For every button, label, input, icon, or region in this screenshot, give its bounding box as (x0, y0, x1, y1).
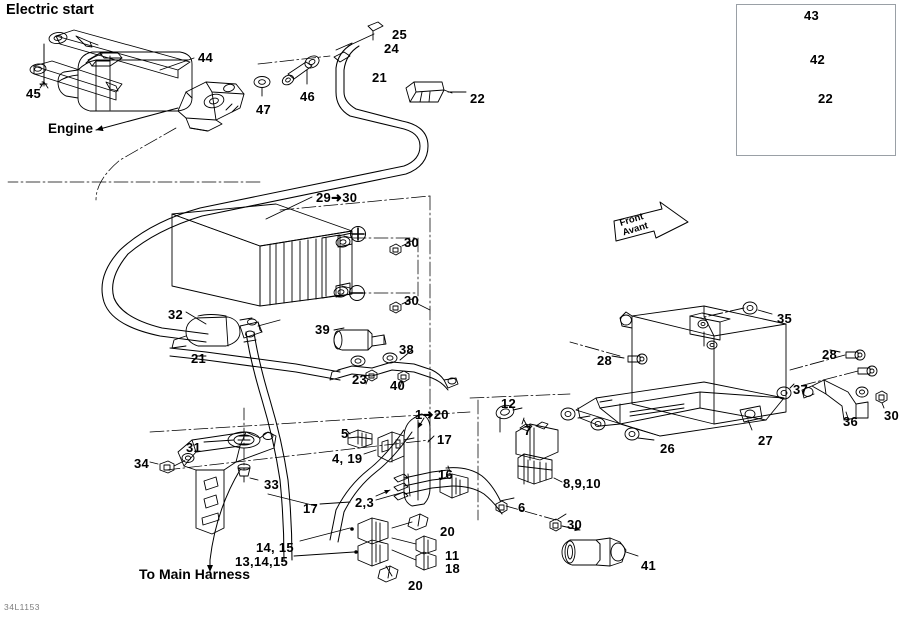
callout-18: 18 (445, 561, 461, 576)
nut-30-lower (389, 301, 402, 314)
callout-17: 17 (437, 432, 453, 447)
callout-30: 30 (404, 293, 420, 308)
engine-label: Engine (48, 121, 94, 136)
callout-46: 46 (300, 89, 316, 104)
callout-26: 26 (660, 441, 676, 456)
bolt-28-right (845, 349, 878, 377)
cable-21-lower (169, 347, 341, 381)
diagram-code: 34L1153 (4, 602, 40, 612)
bolt-33 (237, 463, 251, 483)
callout-45: 45 (26, 86, 42, 101)
cable-21 (101, 21, 429, 343)
callout-23: 23 (352, 372, 368, 387)
callout-27: 27 (758, 433, 774, 448)
nut-23 (365, 369, 378, 382)
callout-20: 20 (440, 524, 456, 539)
callout-42: 42 (810, 52, 826, 67)
nut-40 (397, 370, 410, 383)
callout-25: 25 (392, 27, 408, 42)
callout-28: 28 (822, 347, 838, 362)
callout-37: 37 (793, 382, 809, 397)
callout-29-30: 29➜30 (316, 190, 358, 205)
callout-31: 31 (186, 440, 202, 455)
callout-30: 30 (884, 408, 900, 423)
terminal-41 (561, 537, 627, 567)
callout-16: 16 (438, 467, 454, 482)
connector-block-lower (357, 517, 389, 567)
callout-21: 21 (372, 70, 388, 85)
callout-17: 17 (303, 501, 319, 516)
front-avant-arrow (613, 201, 689, 242)
washer-47 (253, 76, 271, 97)
callout-28: 28 (597, 353, 613, 368)
callout-11: 11 (445, 548, 460, 563)
nut-30-right (875, 390, 888, 404)
callout-7: 7 (524, 423, 532, 438)
callout-40: 40 (390, 378, 406, 393)
starter-motor-group (29, 29, 245, 132)
callout-12: 12 (501, 396, 517, 411)
battery-group (171, 203, 366, 307)
callout-44: 44 (198, 50, 214, 65)
connector-16 (439, 473, 469, 499)
ground-strap-38 (329, 352, 459, 391)
callout-43: 43 (804, 8, 820, 23)
bolt-28-left (627, 353, 648, 365)
callout-38: 38 (399, 342, 415, 357)
callout-20: 20 (408, 578, 424, 593)
callout-6: 6 (518, 500, 526, 515)
callout-24: 24 (384, 41, 400, 56)
callout-1-20: 1➜20 (415, 407, 449, 422)
callout-33: 33 (264, 477, 280, 492)
callout-30: 30 (567, 517, 583, 532)
callout-39: 39 (315, 322, 331, 337)
nut-34 (159, 460, 175, 474)
clip-4-19 (377, 431, 405, 463)
callout-22: 22 (470, 91, 486, 106)
callout-5: 5 (341, 426, 349, 441)
callout-21: 21 (191, 351, 207, 366)
clamp-22-upper (405, 81, 453, 103)
nut-30-bottom (549, 518, 562, 532)
nut-6 (495, 500, 508, 514)
callout-35: 35 (777, 311, 793, 326)
callout-32: 32 (168, 307, 184, 322)
to-main-harness-label: To Main Harness (139, 566, 250, 582)
bracket-36 (801, 379, 869, 421)
boot-39 (333, 329, 387, 351)
nut-30-upper (389, 243, 402, 256)
callout-8-9-10: 8,9,10 (563, 476, 601, 491)
battery-tray-group (560, 305, 787, 441)
callout-34: 34 (134, 456, 150, 471)
clip-5 (347, 429, 373, 449)
link-46 (281, 55, 320, 86)
callout-30: 30 (404, 235, 420, 250)
callout-36: 36 (843, 414, 859, 429)
harness-group (329, 429, 503, 543)
page-title: Electric start (6, 2, 94, 18)
ring-terminal-12 (495, 404, 523, 433)
callout-2-3: 2,3 (355, 495, 374, 510)
relay-7 (515, 417, 559, 485)
callout-47: 47 (256, 102, 272, 117)
callout-41: 41 (641, 558, 657, 573)
callout-22: 22 (818, 91, 834, 106)
callout-4-19: 4, 19 (332, 451, 363, 466)
callout-13-14-15: 13,14,15 (235, 554, 289, 569)
inset-detail-box (736, 4, 896, 156)
washer-35 (742, 301, 758, 315)
solenoid-32 (171, 314, 281, 349)
washer-37 (776, 386, 792, 400)
cable-end-1-20 (403, 413, 431, 507)
callout-14-15: 14, 15 (256, 540, 294, 555)
clips-right (377, 513, 437, 583)
